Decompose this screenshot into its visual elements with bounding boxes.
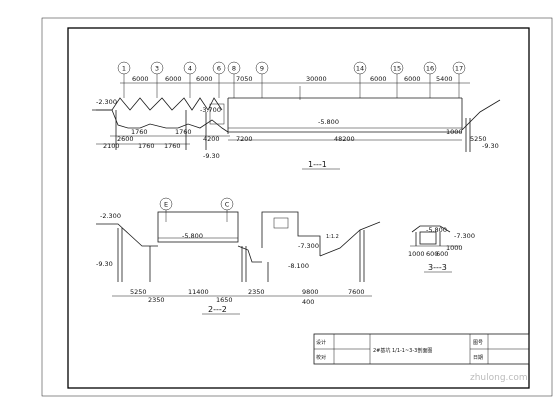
axis-14: 14 xyxy=(353,61,367,98)
section-3-3 xyxy=(410,225,460,247)
levels-1: -2.300 -3.700 -5.800 -9.30 -9.30 xyxy=(96,98,499,160)
axis-4-label: 4 xyxy=(188,65,192,73)
dim: 1760 xyxy=(164,142,181,150)
section-1-1 xyxy=(92,82,501,152)
span-dim: 5400 xyxy=(436,75,453,83)
level-label: -2.300 xyxy=(96,98,117,106)
dim: 600 xyxy=(426,250,438,258)
dim: 2350 xyxy=(148,296,165,304)
level-label: -7.300 xyxy=(454,232,475,240)
dim: 11400 xyxy=(188,288,209,296)
axis-c-label: C xyxy=(225,201,230,209)
row-label: 设计 xyxy=(316,339,326,346)
span-dimensions-1: 6000 6000 6000 7050 30000 6000 6000 5400 xyxy=(132,75,453,83)
dim: 7600 xyxy=(348,288,365,296)
dim: 1000 xyxy=(446,244,463,252)
dim: 1760 xyxy=(175,128,192,136)
axis-15-label: 15 xyxy=(393,65,401,73)
axis-16-label: 16 xyxy=(426,65,434,73)
dimensions-3: 1000 1000 600 600 xyxy=(408,244,463,258)
dim: 1760 xyxy=(131,128,148,136)
axis-8-label: 8 xyxy=(232,65,236,73)
title-block: 设计 校对 2#基坑 1/1-1~3-3剖面图 图号 日期 xyxy=(313,333,530,365)
dim: 48200 xyxy=(334,135,355,143)
level-label: -5.800 xyxy=(426,226,447,234)
dim: 7200 xyxy=(236,135,253,143)
dim: 1000 xyxy=(446,128,463,136)
dim: 2600 xyxy=(117,135,134,143)
axis-1-label: 1 xyxy=(122,65,126,73)
axis-9: 9 xyxy=(255,61,269,98)
right-label: 图号 xyxy=(473,340,483,346)
dim: 4200 xyxy=(203,135,220,143)
level-label: -9.30 xyxy=(203,152,220,160)
axis-6: 6 xyxy=(212,61,226,98)
axis-9-label: 9 xyxy=(260,65,264,73)
section-1-title: 1---1 xyxy=(308,160,327,169)
span-dim: 6000 xyxy=(196,75,213,83)
dim: 2100 xyxy=(103,142,120,150)
dim: 400 xyxy=(302,298,314,306)
axis-1: 1 xyxy=(117,61,131,98)
section-3-title: 3---3 xyxy=(428,263,447,272)
axis-3-label: 3 xyxy=(155,65,159,73)
bottom-dimensions-2: 5250 11400 2350 9800 7600 2350 1650 400 xyxy=(130,288,365,306)
axis-15: 15 xyxy=(390,61,404,98)
axis-labels-2: E C xyxy=(164,201,230,209)
span-dim: 6000 xyxy=(370,75,387,83)
span-dim: 30000 xyxy=(306,75,327,83)
level-label: -5.800 xyxy=(318,118,339,126)
level-label: -9.30 xyxy=(482,142,499,150)
inner-border xyxy=(67,27,530,389)
axis-17: 17 xyxy=(452,61,466,98)
level-label: -7.300 xyxy=(298,242,319,250)
levels-3: -5.800 -7.300 xyxy=(426,226,475,240)
dim: 1760 xyxy=(138,142,155,150)
dim: 2350 xyxy=(248,288,265,296)
drawing-title: 2#基坑 1/1-1~3-3剖面图 xyxy=(373,347,432,354)
span-dim: 6000 xyxy=(165,75,182,83)
axis-14-label: 14 xyxy=(356,65,364,73)
right-label: 日期 xyxy=(473,355,483,361)
dim: 5250 xyxy=(130,288,147,296)
level-label: -5.800 xyxy=(182,232,203,240)
span-dim: 7050 xyxy=(236,75,253,83)
dim: 1650 xyxy=(216,296,233,304)
row-label: 校对 xyxy=(316,354,326,361)
dim: 600 xyxy=(436,250,448,258)
section-2-title: 2---2 xyxy=(208,305,227,314)
level-label: -8.100 xyxy=(288,262,309,270)
axis-8: 8 xyxy=(227,61,241,98)
dim: 9800 xyxy=(302,288,319,296)
dim: 5250 xyxy=(470,135,487,143)
axis-e-label: E xyxy=(164,201,168,209)
bottom-dimensions-1: 2600 1760 1760 4200 7200 48200 1000 5250… xyxy=(103,128,487,150)
axis-17-label: 17 xyxy=(455,65,463,73)
slope-label: 1:1.2 xyxy=(326,234,339,240)
span-dim: 6000 xyxy=(132,75,149,83)
watermark-text: zhulong.com xyxy=(470,373,528,383)
axis-16: 16 xyxy=(423,61,437,98)
span-dim: 6000 xyxy=(404,75,421,83)
level-label: -9.30 xyxy=(96,260,113,268)
axis-labels-1: 1 3 4 6 8 9 14 15 16 17 xyxy=(117,61,466,98)
level-label: -2.300 xyxy=(100,212,121,220)
levels-2: -2.300 -5.800 -7.300 -8.100 -9.30 1:1.2 xyxy=(96,212,339,270)
axis-3: 3 xyxy=(150,61,164,98)
axis-4: 4 xyxy=(183,61,197,98)
axis-6-label: 6 xyxy=(217,65,221,73)
level-label: -3.700 xyxy=(200,106,221,114)
section-2-2 xyxy=(96,197,381,297)
outer-border xyxy=(41,17,553,397)
dim: 1000 xyxy=(408,250,425,258)
